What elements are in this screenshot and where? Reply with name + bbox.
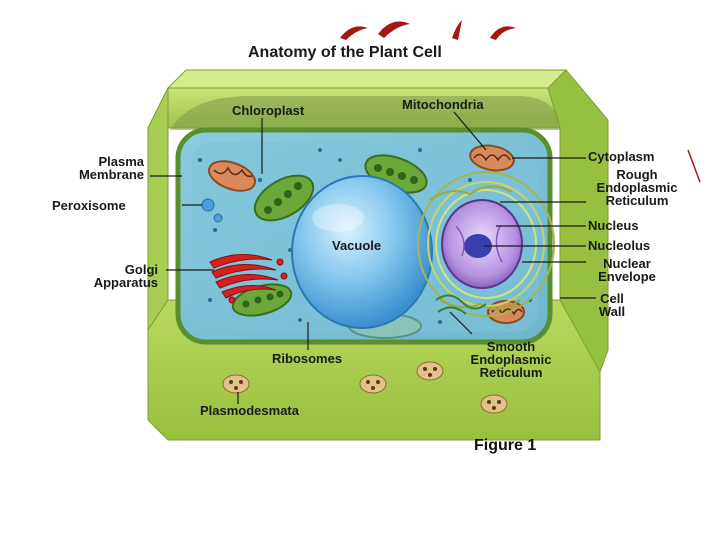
pore-1 bbox=[223, 375, 249, 393]
label-smooth-er: Smooth Endoplasmic Reticulum bbox=[456, 340, 566, 379]
swoosh-1 bbox=[340, 26, 368, 40]
label-peroxisome: Peroxisome bbox=[52, 199, 126, 212]
figure-caption: Figure 1 bbox=[474, 437, 536, 455]
diagram-title: Anatomy of the Plant Cell bbox=[248, 44, 442, 62]
label-ribosomes: Ribosomes bbox=[272, 352, 342, 365]
swoosh-2 bbox=[378, 22, 410, 38]
label-chloroplast: Chloroplast bbox=[232, 104, 304, 117]
label-cell-wall-line2: Wall bbox=[598, 305, 626, 318]
label-plasmodesmata: Plasmodesmata bbox=[200, 404, 299, 417]
label-mitochondria: Mitochondria bbox=[402, 98, 484, 111]
pore-3 bbox=[417, 362, 443, 380]
swoosh-3 bbox=[452, 20, 462, 40]
label-smooth-er-line3: Reticulum bbox=[456, 366, 566, 379]
label-nucleolus: Nucleolus bbox=[588, 239, 650, 252]
swoosh-4 bbox=[490, 26, 516, 40]
label-cytoplasm: Cytoplasm bbox=[588, 150, 654, 163]
nucleus bbox=[442, 200, 522, 288]
label-rough-er-line3: Reticulum bbox=[582, 194, 692, 207]
label-vacuole: Vacuole bbox=[332, 239, 381, 252]
label-plasma-membrane: Plasma Membrane bbox=[64, 155, 144, 181]
label-cell-wall: Cell Wall bbox=[598, 292, 626, 318]
label-rough-er: Rough Endoplasmic Reticulum bbox=[582, 168, 692, 207]
label-nuclear-envelope: Nuclear Envelope bbox=[584, 257, 670, 283]
label-golgi-line2: Apparatus bbox=[60, 276, 158, 289]
label-nucleus: Nucleus bbox=[588, 219, 639, 232]
label-nuclear-envelope-line2: Envelope bbox=[584, 270, 670, 283]
pore-2 bbox=[360, 375, 386, 393]
pore-4 bbox=[481, 395, 507, 413]
label-golgi-apparatus: Golgi Apparatus bbox=[60, 263, 158, 289]
label-plasma-membrane-line2: Membrane bbox=[64, 168, 144, 181]
